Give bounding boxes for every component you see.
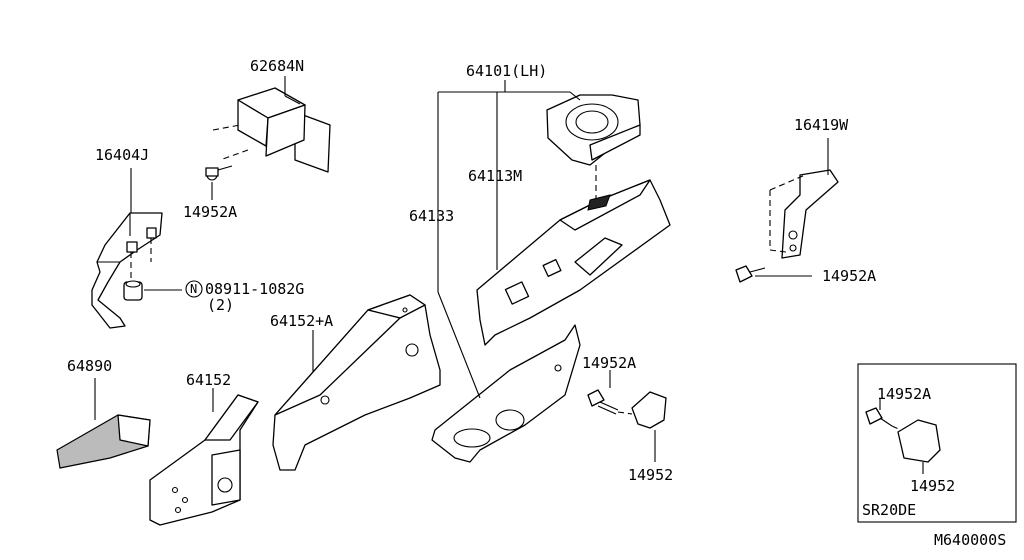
part-08911-nut [123,280,203,301]
label-14952a-4: 14952A [877,385,932,403]
label-14952-2: 14952 [910,477,956,495]
label-08911-prefix: N [190,282,198,296]
label-14952a-1: 14952A [183,203,238,221]
label-64113m: 64113M [468,167,523,185]
part-64101-housing [438,80,641,200]
part-64113m-rail [476,92,671,346]
diagram-code: M640000S [934,531,1007,549]
label-64101: 64101(LH) [466,62,548,80]
label-64152: 64152 [186,371,232,389]
inset-caption: SR20DE [862,501,917,519]
part-64133-rail [431,92,581,463]
inset-sr20de [857,363,1017,523]
label-08911: 08911-1082G [205,280,305,298]
part-64152-extension [149,388,259,526]
part-64890-foam [56,378,151,469]
label-16404j: 16404J [95,146,150,164]
label-14952a-3: 14952A [822,267,877,285]
part-14952-bracket-1 [587,370,667,462]
part-16419w-bracket [769,138,839,259]
label-14952a-2: 14952A [582,354,637,372]
label-64133: 64133 [409,207,455,225]
part-64152a-extension [272,294,441,471]
part-16404j-bracket [91,168,163,329]
part-14952a-bolt-3 [735,265,812,283]
label-16419w: 16419W [794,116,849,134]
label-14952-1: 14952 [628,466,674,484]
part-14952a-bolt-1 [205,165,233,200]
label-62684n: 62684N [250,57,305,75]
label-64152a: 64152+A [270,312,334,330]
part-62684n-bracket [212,76,331,173]
label-08911-qty: (2) [207,296,235,314]
label-64890: 64890 [67,357,113,375]
